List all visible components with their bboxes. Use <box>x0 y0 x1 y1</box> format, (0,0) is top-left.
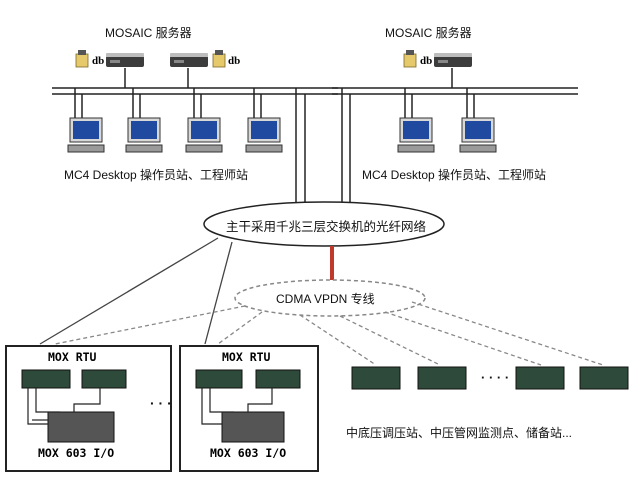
remote-site-group <box>351 366 629 390</box>
server-icon: db <box>75 50 144 68</box>
right-lan-bus <box>332 68 578 118</box>
cdma-ellipse <box>234 279 426 317</box>
rtu-title: MOX RTU <box>48 350 97 364</box>
db-label: db <box>228 55 240 67</box>
rtu-io-label: MOX 603 I/O <box>38 446 115 460</box>
cdma-label: CDMA VPDN 专线 <box>276 292 375 306</box>
server-icon: db <box>403 50 472 68</box>
monitor-icon <box>185 117 223 153</box>
right-server-label: MOSAIC 服务器 <box>385 26 472 40</box>
remote-rtu-module <box>417 366 467 390</box>
remote-rtu-module <box>579 366 629 390</box>
rtu-title: MOX RTU <box>222 350 271 364</box>
db-label: db <box>420 55 432 67</box>
rtu-uplinks <box>39 237 233 345</box>
rtu-ellipsis: · · · <box>150 395 172 411</box>
workstation-group <box>67 117 497 153</box>
monitor-icon <box>397 117 435 153</box>
backbone-label: 主干采用千兆三层交换机的光纤网络 <box>226 220 427 234</box>
remote-sites-label: 中底压调压站、中压管网监测点、储备站... <box>346 426 573 440</box>
monitor-icon <box>459 117 497 153</box>
rtu-box <box>5 345 172 472</box>
db-label: db <box>92 55 104 67</box>
rtu-box <box>179 345 319 472</box>
left-workstation-label: MC4 Desktop 操作员站、工程师站 <box>64 168 249 182</box>
right-workstation-label: MC4 Desktop 操作员站、工程师站 <box>362 168 547 182</box>
server-icon: db <box>170 50 240 68</box>
monitor-icon <box>245 117 283 153</box>
remote-rtu-module <box>351 366 401 390</box>
monitor-icon <box>67 117 105 153</box>
remote-ellipsis: · · · · <box>481 370 510 385</box>
radio-links <box>54 301 604 366</box>
left-lan-bus <box>52 68 338 118</box>
backbone-ellipse <box>203 201 445 247</box>
monitor-icon <box>125 117 163 153</box>
trunk-lines <box>295 88 351 210</box>
remote-rtu-module <box>515 366 565 390</box>
left-server-label: MOSAIC 服务器 <box>105 26 192 40</box>
rtu-io-label: MOX 603 I/O <box>210 446 287 460</box>
